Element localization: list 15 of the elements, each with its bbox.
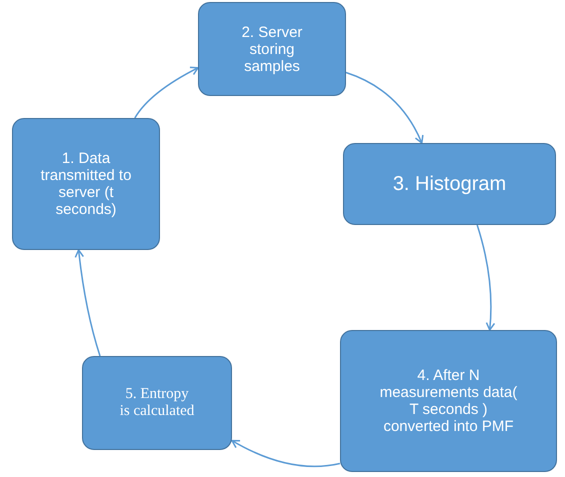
curved-arrow xyxy=(476,224,496,331)
curved-arrow xyxy=(346,72,424,144)
step-label: 3. Histogram xyxy=(392,172,506,196)
process-box xyxy=(198,2,346,96)
step-label: 2. Server storing samples xyxy=(240,24,304,74)
process-box xyxy=(12,118,160,250)
curved-arrow xyxy=(134,66,199,118)
curved-arrow xyxy=(231,440,340,468)
process-box xyxy=(82,356,232,450)
step-label: 4. After N measurements data( T seconds ) converted into PMF xyxy=(379,367,518,435)
process-box xyxy=(343,143,556,225)
process-box xyxy=(340,330,557,472)
step-label: 5. Entropy is calculated xyxy=(119,386,195,420)
step-label: 1. Data transmitted to server (t seconds) xyxy=(40,150,132,218)
curved-arrow xyxy=(74,249,101,356)
